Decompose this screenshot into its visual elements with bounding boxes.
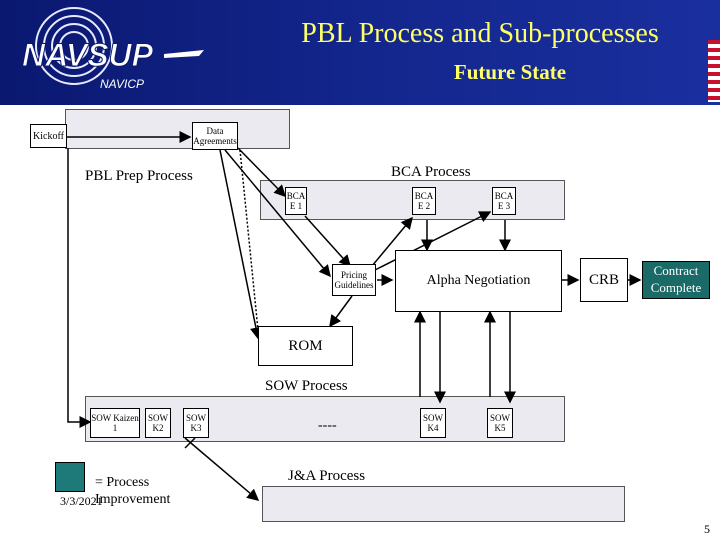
org-label: NAVICP (100, 77, 145, 91)
footer-date: 3/3/2021 (60, 494, 103, 508)
sow-process-label: SOW Process (265, 378, 348, 394)
page-number: 5 (704, 522, 710, 536)
contract-complete-box: Contract Complete (642, 261, 710, 299)
legend-text: = Process Improvement (95, 475, 171, 507)
sow-k3-box: SOW K3 (183, 408, 209, 438)
bca-e1-box: BCA E 1 (285, 187, 307, 215)
rom-box: ROM (258, 326, 353, 366)
ja-process-label: J&A Process (288, 468, 366, 484)
crb-box: CRB (580, 258, 628, 302)
sow-k2-box: SOW K2 (145, 408, 171, 438)
sow-k5-box: SOW K5 (487, 408, 513, 438)
bca-e3-box: BCA E 3 (492, 187, 516, 215)
sow-k4-box: SOW K4 (420, 408, 446, 438)
ja-process-bar (262, 486, 625, 522)
pbl-prep-label: PBL Prep Process (85, 168, 193, 184)
data-agreements-box: Data Agreements (192, 122, 238, 150)
kickoff-box: Kickoff (30, 124, 67, 148)
bca-e2-box: BCA E 2 (412, 187, 436, 215)
pbl-prep-bar (65, 109, 290, 149)
navsup-logo: NAVSUP (22, 7, 204, 85)
alpha-negotiation-box: Alpha Negotiation (395, 250, 562, 312)
page-subtitle: Future State (453, 60, 567, 84)
header-banner: NAVSUP NAVICP PBL Process and Sub-proces… (0, 0, 720, 105)
flag-stripes (708, 40, 720, 102)
legend-swatch (55, 462, 85, 492)
sow-placeholder: ---- (318, 418, 337, 433)
bca-process-label: BCA Process (391, 164, 471, 180)
pricing-guidelines-box: Pricing Guidelines (332, 264, 376, 296)
svg-text:NAVSUP: NAVSUP (22, 37, 154, 73)
sow-kaizen-1-box: SOW Kaizen 1 (90, 408, 140, 438)
page-title: PBL Process and Sub-processes (301, 18, 659, 49)
